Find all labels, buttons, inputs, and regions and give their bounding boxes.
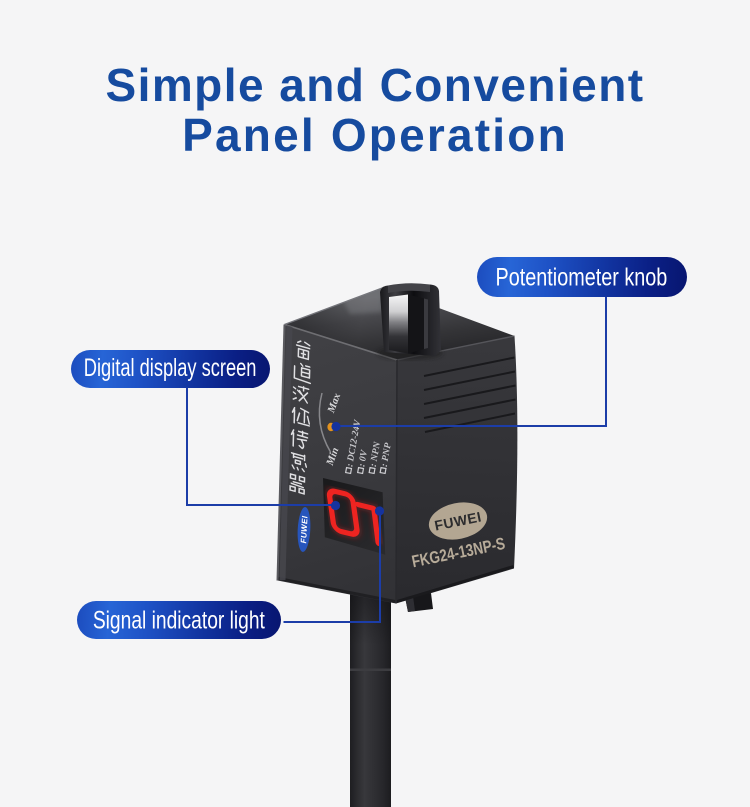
svg-text:: 0V: : 0V bbox=[357, 449, 370, 468]
svg-text:FUWEI: FUWEI bbox=[299, 515, 309, 544]
svg-text:: PNP: : PNP bbox=[380, 442, 394, 468]
svg-text:: NPN: : NPN bbox=[369, 440, 383, 468]
